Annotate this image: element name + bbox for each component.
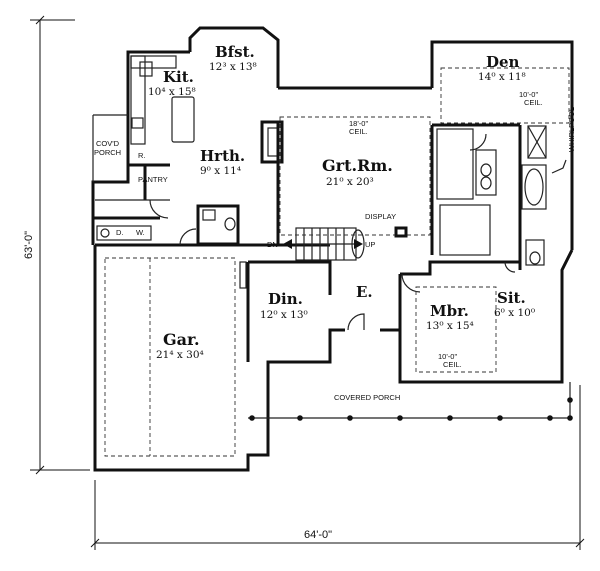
covd-porch-label-2: PORCH (94, 148, 121, 157)
room-den-name: Den (486, 53, 520, 71)
den-ceil-label-2: CEIL. (524, 98, 543, 107)
covd-porch (92, 114, 128, 182)
stair-arrows (283, 239, 363, 249)
stair-up-label: UP (365, 240, 375, 249)
covered-porch-label: COVERED PORCH (334, 393, 400, 402)
dryer-label: D. (116, 228, 124, 237)
display-niche (394, 226, 408, 238)
room-kit-size: 10⁴ x 15⁸ (148, 86, 196, 98)
width-dimension: 64'-0" (304, 529, 332, 541)
room-hrth-size: 9⁰ x 11⁴ (200, 165, 241, 177)
room-den-size: 14⁰ x 11⁸ (478, 71, 526, 83)
ceiling-outlines (104, 67, 570, 457)
garage-entry-door (239, 261, 247, 289)
room-grtrm-size: 21⁰ x 20³ (326, 176, 374, 188)
whirlpool-leader (551, 159, 567, 174)
room-gar-size: 21⁴ x 30⁴ (156, 349, 204, 361)
refrigerator-label: R. (138, 151, 146, 160)
mbr-ceil-label-2: CEIL. (443, 360, 462, 369)
pantry-label: PANTRY (138, 175, 168, 184)
room-bfst-name: Bfst. (215, 43, 255, 61)
interior-walls (93, 55, 547, 362)
whirlpool-label: WHIRLPOOL (567, 107, 576, 152)
mbr-ceil-label-1: 10'-0" (438, 352, 457, 361)
room-gar-name: Gar. (163, 330, 200, 349)
dimension-lines (30, 15, 585, 550)
room-hrth-name: Hrth. (200, 147, 245, 165)
den-ceil-label-1: 10'-0" (519, 90, 538, 99)
room-din-size: 12⁰ x 13⁰ (260, 309, 308, 321)
exterior-walls (91, 26, 574, 472)
room-din-name: Din. (268, 290, 303, 308)
washer-label: W. (136, 228, 145, 237)
grt-ceil-label-2: CEIL. (349, 127, 368, 136)
covd-porch-label-1: COV'D (96, 139, 120, 148)
grt-ceil-label-1: 18'-0" (349, 119, 368, 128)
room-mbr-size: 13⁰ x 15⁴ (426, 320, 474, 332)
stair-dn-label: DN (267, 240, 278, 249)
room-sit-name: Sit. (497, 289, 526, 307)
room-mbr-name: Mbr. (430, 302, 469, 320)
room-kit-name: Kit. (163, 68, 194, 86)
room-grtrm-name: Grt.Rm. (322, 156, 393, 175)
display-label: DISPLAY (365, 212, 396, 221)
room-bfst-size: 12³ x 13⁸ (209, 61, 257, 73)
room-entry-name: E. (356, 283, 373, 301)
porch-columns (248, 382, 573, 421)
room-sit-size: 6⁰ x 10⁰ (494, 307, 535, 319)
depth-dimension: 63'-0" (23, 231, 35, 259)
